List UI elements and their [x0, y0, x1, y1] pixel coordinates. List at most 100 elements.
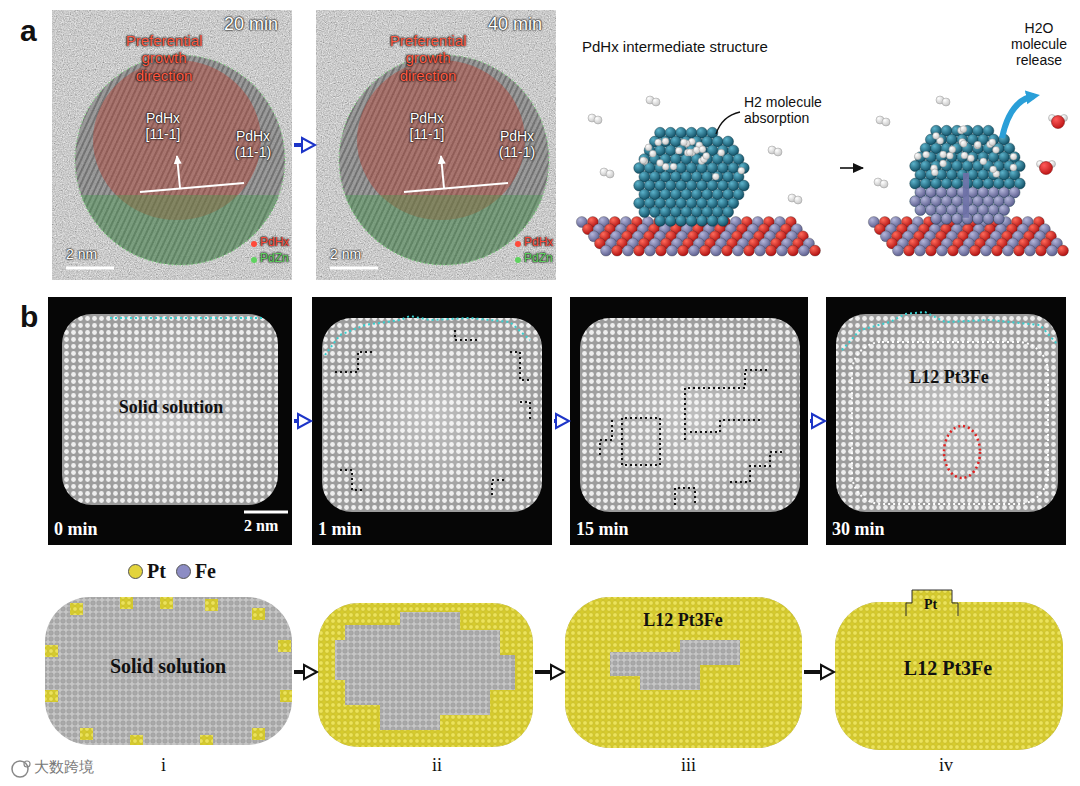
panel-text: L12 Pt3Fe — [883, 657, 1013, 680]
nanoparticle-model — [915, 245, 926, 256]
nanoparticle-model — [1014, 245, 1025, 256]
nanoparticle-model — [703, 152, 710, 159]
lattice-schematic — [318, 603, 533, 747]
panel-text: Preferential growth direction — [114, 32, 214, 84]
lattice-schematic — [835, 602, 1063, 750]
micrograph — [316, 10, 556, 280]
nanoparticle-model — [722, 245, 733, 256]
nanoparticle-model — [949, 146, 956, 153]
nanoparticle-model — [712, 173, 719, 180]
lattice-schematic — [280, 690, 292, 702]
legend-text: Pt — [147, 560, 166, 583]
flow-arrow — [840, 167, 863, 169]
lattice-schematic — [835, 602, 1063, 750]
panel-text: Solid solution — [83, 655, 253, 678]
nanoparticle-model — [981, 245, 992, 256]
legend-text: Fe — [195, 560, 216, 583]
nanoparticle-model — [937, 245, 948, 256]
micrograph — [62, 314, 278, 505]
nanoparticle-model — [744, 245, 755, 256]
legend-item: Pt — [128, 560, 166, 583]
nanoparticle-model — [1040, 162, 1053, 175]
flow-arrow — [294, 419, 309, 423]
lattice-schematic — [200, 735, 213, 745]
nanoparticle-model — [904, 245, 915, 256]
nanoparticle-model — [963, 173, 969, 218]
micrograph — [515, 241, 521, 247]
lattice-schematic — [45, 597, 292, 745]
nanoparticle-model — [880, 180, 888, 188]
micrograph — [339, 55, 549, 265]
lattice-schematic — [252, 728, 265, 740]
panel-text: 20 min — [224, 14, 278, 35]
nanoparticle-model — [718, 149, 725, 156]
panel-text: 1 min — [318, 519, 362, 540]
nanoparticle-model — [960, 140, 967, 147]
micrograph — [244, 511, 288, 514]
nanoparticle-model — [942, 98, 950, 106]
micrograph — [48, 297, 292, 545]
nanoparticle-model — [914, 153, 921, 160]
nanoparticle-model — [686, 149, 693, 156]
micrograph — [730, 452, 782, 482]
panel-text: 2 nm — [330, 246, 361, 262]
micrograph — [140, 183, 244, 192]
nanoparticle-model — [634, 245, 645, 256]
lattice-schematic-panel: L12 Pt3Feiii — [565, 597, 802, 782]
micrograph-panel: Preferential growth direction40 minPdHx … — [316, 10, 556, 280]
lattice-schematic — [318, 603, 533, 747]
lattice-schematic-panel: ii — [318, 597, 533, 782]
lattice-schematic — [130, 735, 143, 745]
micrograph — [690, 420, 760, 432]
micrograph — [570, 297, 808, 545]
micrograph — [110, 317, 262, 319]
micrograph — [325, 316, 530, 355]
nanoparticle-model — [992, 245, 1003, 256]
atomic-model-panel: H2O molecule release — [866, 20, 1074, 275]
nanoparticle-model — [733, 245, 744, 256]
nanoparticle-model — [1025, 245, 1036, 256]
panel-text: i — [161, 755, 166, 776]
micrograph-panel: 1 min — [312, 297, 552, 545]
flow-arrow — [535, 670, 562, 674]
legend-swatch — [176, 564, 191, 579]
nanoparticle-model — [948, 245, 959, 256]
nanoparticle-model — [1036, 245, 1047, 256]
nanoparticle-model — [989, 139, 996, 146]
nanoparticle-model — [606, 170, 614, 178]
nanoparticle-model — [676, 215, 687, 226]
nanoparticle-model — [788, 245, 799, 256]
micrograph — [842, 312, 1058, 350]
micrograph — [48, 297, 292, 545]
nanoparticle-model — [662, 138, 669, 145]
lattice-schematic — [205, 599, 218, 611]
micrograph — [312, 297, 552, 545]
flow-arrow — [294, 670, 315, 674]
panel-text: PdHx (11-1) — [494, 128, 540, 160]
nanoparticle-model — [667, 245, 678, 256]
panel-text: PdHx — [524, 236, 553, 250]
nanoparticle-model — [893, 245, 904, 256]
micrograph — [177, 156, 180, 188]
connectors — [294, 145, 863, 672]
nanoparticle-model — [652, 98, 660, 106]
micrograph — [322, 318, 542, 512]
micrograph — [580, 318, 800, 512]
nanoparticle-model — [967, 155, 974, 162]
panel-text: H2 molecule absorption — [744, 94, 836, 126]
nanoparticle-model — [594, 116, 602, 124]
nanoparticle-model — [640, 157, 647, 164]
nanoparticle-model — [931, 213, 942, 224]
watermark: 大数跨境 — [34, 759, 94, 776]
panel-text: L12 Pt3Fe — [894, 367, 1004, 388]
legend-swatch — [128, 564, 143, 579]
nanoparticle-model — [941, 213, 952, 224]
lattice-schematic — [565, 597, 802, 748]
nanoparticle-model — [974, 141, 981, 148]
legend: Pt Fe — [128, 560, 216, 583]
watermark-icon — [12, 761, 30, 777]
lattice-schematic — [70, 603, 83, 615]
micrograph — [826, 297, 1066, 545]
panel-letter: a — [20, 14, 37, 47]
lattice-schematic — [906, 590, 958, 616]
